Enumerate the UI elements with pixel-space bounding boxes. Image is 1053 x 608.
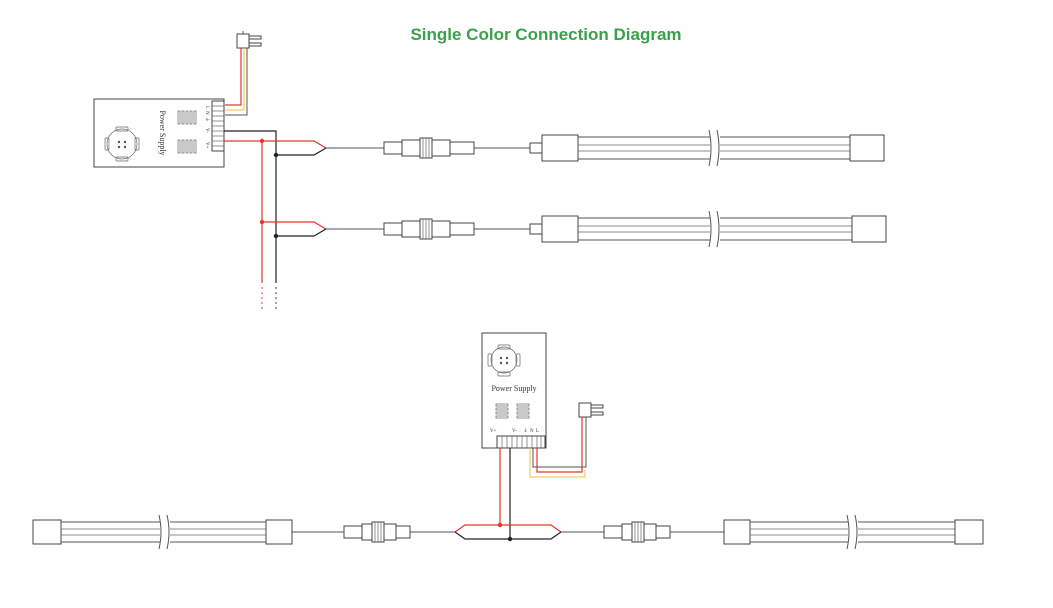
power-supply-top: Power Supply L N ⏚ V- V+	[93, 98, 225, 168]
diagram-title: Single Color Connection Diagram	[410, 25, 681, 44]
right-run	[561, 514, 984, 550]
ac-plug-icon	[578, 402, 604, 418]
terminal-mark-vplus: V+	[490, 429, 497, 434]
ac-cable	[529, 417, 587, 478]
inline-connector	[603, 521, 671, 543]
terminal-mark-l: L	[204, 106, 209, 109]
led-strip	[723, 514, 984, 550]
terminal-mark-vminus: V-	[512, 429, 517, 434]
branch-1	[259, 129, 885, 167]
terminal-mark-n: N	[204, 111, 209, 115]
fan-icon	[104, 126, 140, 162]
ac-plug-icon	[236, 31, 262, 49]
led-strip	[529, 129, 885, 167]
ac-cable	[225, 48, 248, 116]
terminal-block	[496, 435, 546, 449]
terminal-mark-vminus: V-	[204, 128, 209, 133]
fan-icon	[487, 344, 521, 377]
top-layout: Power Supply L N ⏚ V- V+	[93, 31, 887, 312]
led-strip	[32, 514, 293, 550]
inline-connector	[383, 218, 475, 240]
inline-connector	[383, 137, 475, 159]
inline-connector	[343, 521, 411, 543]
power-supply-bottom: Power Supply V+ V- ⏚ N L	[481, 332, 547, 449]
bottom-layout: Power Supply V+ V- ⏚ N L	[32, 332, 984, 550]
terminal-mark-ground: ⏚	[204, 117, 211, 122]
terminal-mark-n: N	[530, 429, 534, 434]
dc-bus-bottom	[454, 448, 562, 542]
vent-slots	[495, 403, 530, 419]
power-supply-label: Power Supply	[158, 110, 167, 155]
terminal-mark-l: L	[536, 429, 539, 434]
branch-2	[259, 210, 887, 248]
terminal-block	[211, 100, 225, 152]
left-run	[32, 514, 455, 550]
terminal-mark-ground: ⏚	[523, 427, 528, 434]
vent-slots	[177, 110, 197, 154]
led-strip	[529, 210, 887, 248]
power-supply-label: Power Supply	[491, 384, 536, 393]
terminal-mark-vplus: V+	[204, 142, 209, 149]
